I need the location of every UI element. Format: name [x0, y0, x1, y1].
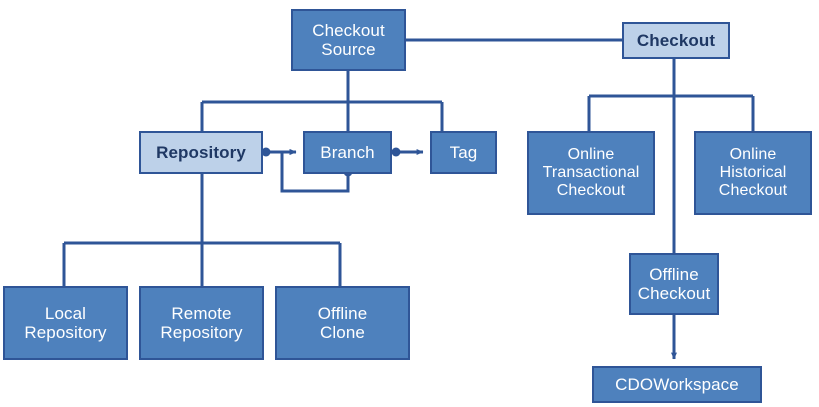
node-label-cdoworkspace: CDOWorkspace — [615, 374, 739, 394]
node-cdoworkspace[interactable]: CDOWorkspace — [592, 366, 762, 403]
node-label-offline-clone: Offline Clone — [317, 303, 368, 342]
node-label-checkout-source: Checkout Source — [312, 20, 385, 59]
node-tag[interactable]: Tag — [430, 131, 497, 174]
node-label-remote-repository: Remote Repository — [160, 303, 243, 342]
node-label-tag: Tag — [449, 142, 478, 162]
node-offline-checkout[interactable]: Offline Checkout — [629, 253, 719, 315]
node-checkout-source[interactable]: Checkout Source — [291, 9, 406, 71]
node-label-checkout: Checkout — [636, 30, 716, 50]
node-online-historical-checkout[interactable]: Online Historical Checkout — [694, 131, 812, 215]
node-branch[interactable]: Branch — [303, 131, 392, 174]
connector-dot-branch-right — [391, 147, 401, 157]
node-local-repository[interactable]: Local Repository — [3, 286, 128, 360]
node-label-online-historical-checkout: Online Historical Checkout — [718, 146, 788, 199]
node-repository[interactable]: Repository — [139, 131, 263, 174]
node-offline-clone[interactable]: Offline Clone — [275, 286, 410, 360]
node-label-branch: Branch — [320, 142, 375, 162]
node-checkout[interactable]: Checkout — [622, 22, 730, 59]
node-label-online-transactional-checkout: Online Transactional Checkout — [542, 146, 640, 199]
node-remote-repository[interactable]: Remote Repository — [139, 286, 264, 360]
node-label-offline-checkout: Offline Checkout — [637, 264, 711, 303]
node-online-transactional-checkout[interactable]: Online Transactional Checkout — [527, 131, 655, 215]
node-label-local-repository: Local Repository — [24, 303, 107, 342]
node-label-repository: Repository — [156, 142, 246, 162]
